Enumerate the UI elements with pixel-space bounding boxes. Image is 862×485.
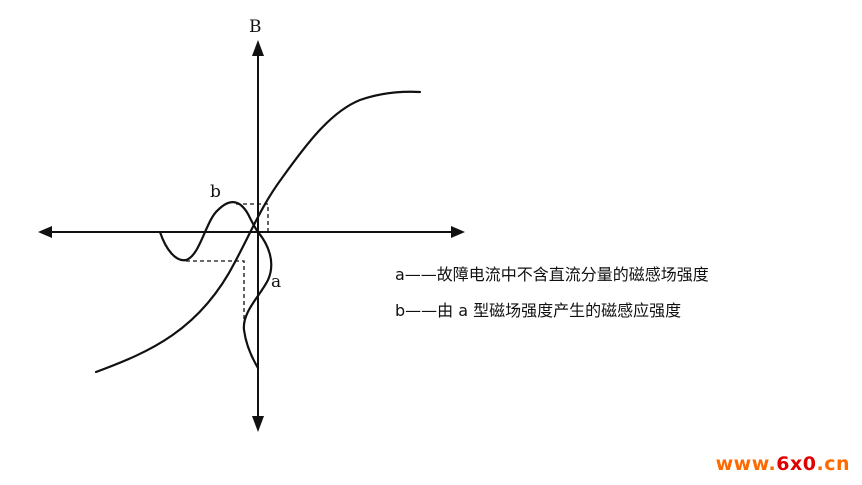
site-watermark: www.6x0.cn — [716, 453, 850, 475]
curve-a — [242, 230, 273, 370]
b-axis-bottom-arrow — [252, 416, 264, 432]
projection-guide-upper — [236, 203, 269, 232]
curve-b — [158, 201, 260, 262]
curve-b-label: b — [210, 182, 221, 202]
b-axis-label: B — [249, 17, 262, 37]
legend-item-b: b——由 a 型磁场强度产生的磁感应强度 — [395, 301, 682, 320]
watermark-prefix: www. — [715, 453, 777, 475]
watermark-brand: 6x0 — [776, 453, 817, 475]
legend-item-a: a——故障电流中不含直流分量的磁感场强度 — [395, 265, 709, 284]
curve-a-label: a — [271, 272, 281, 292]
watermark-suffix: .cn — [816, 453, 850, 475]
b-axis-top-arrow — [252, 40, 264, 56]
h-axis-right-arrow — [451, 226, 465, 238]
projection-guide-lower — [186, 260, 245, 330]
magnetization-curve — [94, 90, 422, 374]
h-axis-left-arrow — [38, 226, 52, 238]
